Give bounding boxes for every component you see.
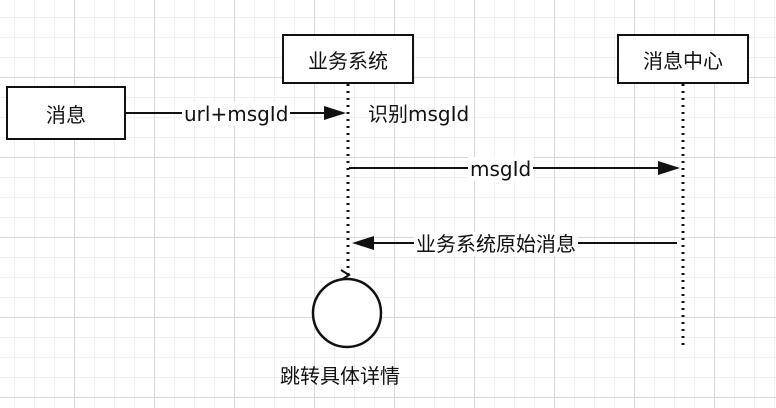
label-msgid: msgId [468, 157, 534, 181]
circle-arrow-tick [340, 269, 351, 281]
label-business-original-message: 业务系统原始消息 [414, 232, 578, 256]
message-center-box: 消息中心 [617, 34, 749, 84]
label-url-msgid: url+msgId [182, 102, 291, 126]
arrowhead-to-business [324, 106, 346, 120]
business-system-box: 业务系统 [282, 34, 414, 84]
arrowhead-back-to-business [352, 236, 374, 250]
message-box: 消息 [6, 86, 126, 140]
note-identify-msgid: 识别msgId [368, 102, 470, 126]
arrowhead-to-center [658, 161, 680, 175]
note-jump-detail: 跳转具体详情 [280, 364, 400, 388]
jump-circle [311, 277, 383, 349]
